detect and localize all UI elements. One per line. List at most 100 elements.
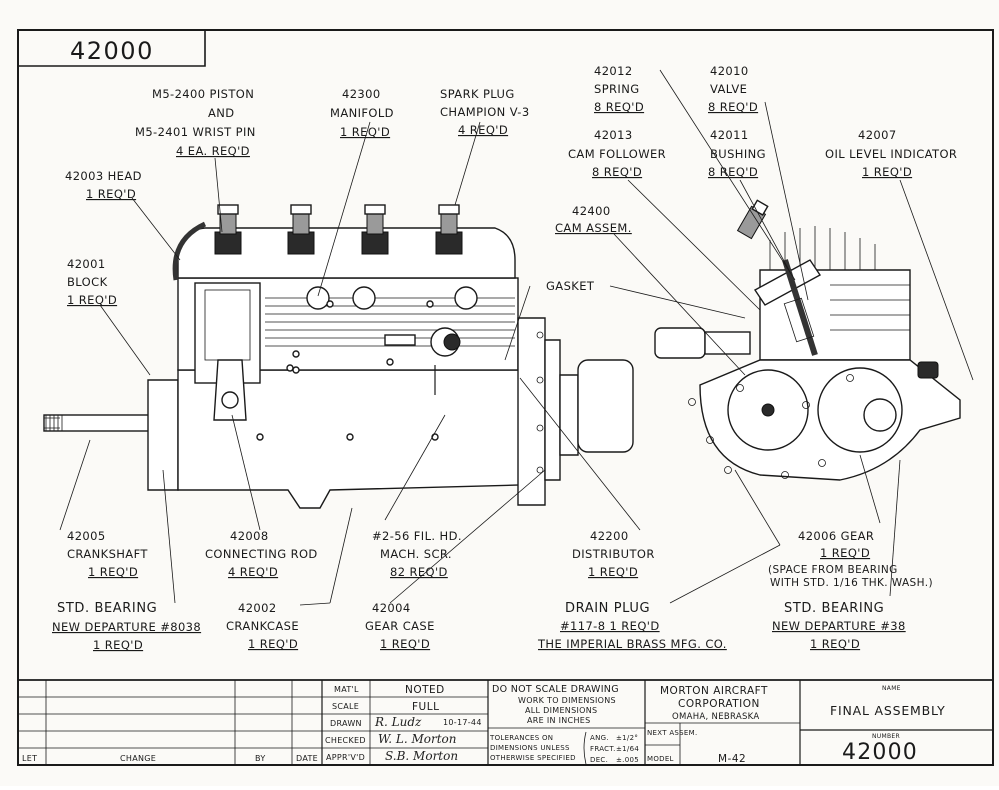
callout-labels: M5-2400 PISTON AND M5-2401 WRIST PIN 4 E… xyxy=(52,64,957,652)
callout-spring-qty: 8 REQ'D xyxy=(594,100,644,114)
next-assem-label: NEXT ASSEM. xyxy=(647,729,698,737)
callout-drain-part: #117-8 1 REQ'D xyxy=(560,619,660,633)
engine-end-view xyxy=(654,199,961,481)
callout-valve-number: 42010 xyxy=(710,64,749,78)
callout-valve-name: VALVE xyxy=(710,82,747,96)
note-all-dims: ALL DIMENSIONS xyxy=(525,706,597,715)
sheet-border xyxy=(17,29,994,766)
distributor-cap xyxy=(577,359,634,453)
engine-side-view xyxy=(43,204,634,509)
callout-crankcase-name: CRANKCASE xyxy=(226,619,299,633)
callout-gasket: GASKET xyxy=(546,279,595,293)
approved-label: APPR'V'D xyxy=(326,753,365,762)
callout-distributor-qty: 1 REQ'D xyxy=(588,565,638,579)
callout-drain-title: DRAIN PLUG xyxy=(565,601,650,616)
callout-cam-name: CAM ASSEM. xyxy=(555,221,632,235)
oil-level-indicator xyxy=(917,361,939,379)
callout-screw-qty: 82 REQ'D xyxy=(390,565,448,579)
callout-camfollower-number: 42013 xyxy=(594,128,633,142)
callout-crankshaft-name: CRANKSHAFT xyxy=(67,547,148,561)
callout-valve-qty: 8 REQ'D xyxy=(708,100,758,114)
company-location: OMAHA, NEBRASKA xyxy=(672,712,760,722)
model-label: MODEL xyxy=(647,755,674,763)
callout-crankshaft-number: 42005 xyxy=(67,529,106,543)
callout-spark-qty: 4 REQ'D xyxy=(458,123,508,137)
scale-value: FULL xyxy=(412,701,439,713)
tolerance-line2: DIMENSIONS UNLESS xyxy=(490,744,570,752)
callout-manifold-number: 42300 xyxy=(342,87,381,101)
fract-value: ±1/64 xyxy=(616,745,639,753)
title-block: LET CHANGE BY DATE MAT'L NOTED SCALE FUL… xyxy=(18,679,993,765)
callout-piston-line1: M5-2400 PISTON xyxy=(152,87,254,101)
callout-cam-number: 42400 xyxy=(572,204,611,218)
callout-std-bearing-left-title: STD. BEARING xyxy=(57,601,157,616)
callout-head-qty: 1 REQ'D xyxy=(86,187,136,201)
ang-value: ±1/2° xyxy=(616,734,638,742)
callout-bushing-qty: 8 REQ'D xyxy=(708,165,758,179)
head-gasket-edge xyxy=(172,221,207,281)
connecting-rod xyxy=(213,359,247,421)
spark-plugs xyxy=(214,204,463,255)
corner-number-box xyxy=(18,30,206,67)
callout-gear-qty: 1 REQ'D xyxy=(820,546,870,560)
dec-label: DEC. xyxy=(590,756,608,764)
col-date-header: DATE xyxy=(296,754,318,763)
company-name-line2: CORPORATION xyxy=(678,698,760,710)
callout-crankshaft-qty: 1 REQ'D xyxy=(88,565,138,579)
end-view-fins xyxy=(769,226,876,270)
callout-rod-name: CONNECTING ROD xyxy=(205,547,318,561)
callout-piston-line4: 4 EA. REQ'D xyxy=(176,144,250,158)
callout-gearcase-name: GEAR CASE xyxy=(365,619,435,633)
callout-std-bearing-left-part: NEW DEPARTURE #8038 xyxy=(52,620,201,634)
cooling-fins xyxy=(265,297,515,347)
dec-value: ±.005 xyxy=(616,756,639,764)
callout-screw-spec: #2-56 FIL. HD. xyxy=(372,529,462,543)
callout-distributor-number: 42200 xyxy=(590,529,629,543)
note-work-to-dims: WORK TO DIMENSIONS xyxy=(518,696,616,705)
drawn-signature: R. Ludz xyxy=(374,715,422,729)
callout-gearcase-qty: 1 REQ'D xyxy=(380,637,430,651)
approved-signature: S.B. Morton xyxy=(385,749,458,763)
col-change-header: CHANGE xyxy=(120,754,156,763)
number-label: NUMBER xyxy=(872,733,900,740)
callout-rod-number: 42008 xyxy=(230,529,269,543)
fract-label: FRACT. xyxy=(590,745,616,753)
drawn-date: 10-17-44 xyxy=(443,718,482,727)
callout-std-bearing-left-qty: 1 REQ'D xyxy=(93,638,143,652)
drawing-name: FINAL ASSEMBLY xyxy=(830,703,946,718)
callout-block-name: BLOCK xyxy=(67,275,108,289)
callout-crankcase-qty: 1 REQ'D xyxy=(248,637,298,651)
callout-manifold-qty: 1 REQ'D xyxy=(340,125,390,139)
model-value: M-42 xyxy=(718,753,746,765)
callout-drain-maker: THE IMPERIAL BRASS MFG. CO. xyxy=(537,637,727,651)
tolerance-line1: TOLERANCES ON xyxy=(489,734,553,742)
callout-bushing-name: BUSHING xyxy=(710,147,766,161)
corner-drawing-number: 42000 xyxy=(70,37,154,65)
callout-gear-name: 42006 GEAR xyxy=(798,529,874,543)
callout-std-bearing-right-title: STD. BEARING xyxy=(784,601,884,616)
callout-distributor-name: DISTRIBUTOR xyxy=(572,547,655,561)
callout-rod-qty: 4 REQ'D xyxy=(228,565,278,579)
callout-oil-number: 42007 xyxy=(858,128,897,142)
callout-spark-name: SPARK PLUG xyxy=(440,87,515,101)
drawing-number: 42000 xyxy=(842,740,918,765)
callout-bushing-number: 42011 xyxy=(710,128,749,142)
callout-oil-qty: 1 REQ'D xyxy=(862,165,912,179)
company-name-line1: MORTON AIRCRAFT xyxy=(660,685,768,697)
drawn-label: DRAWN xyxy=(330,719,362,728)
note-do-not-scale: DO NOT SCALE DRAWING xyxy=(492,684,619,695)
name-label: NAME xyxy=(882,685,901,692)
callout-gearcase-number: 42004 xyxy=(372,601,411,615)
callout-head-name: 42003 HEAD xyxy=(65,169,142,183)
leader-lines xyxy=(59,69,974,606)
col-by-header: BY xyxy=(255,754,266,763)
gear-case xyxy=(517,317,546,506)
callout-oil-name: OIL LEVEL INDICATOR xyxy=(825,147,957,161)
callout-block-number: 42001 xyxy=(67,257,106,271)
matl-value: NOTED xyxy=(405,684,445,696)
cam-follower-stub xyxy=(654,327,706,359)
callout-piston-line2: AND xyxy=(208,106,235,120)
callout-std-bearing-right-part: NEW DEPARTURE #38 xyxy=(772,619,906,633)
